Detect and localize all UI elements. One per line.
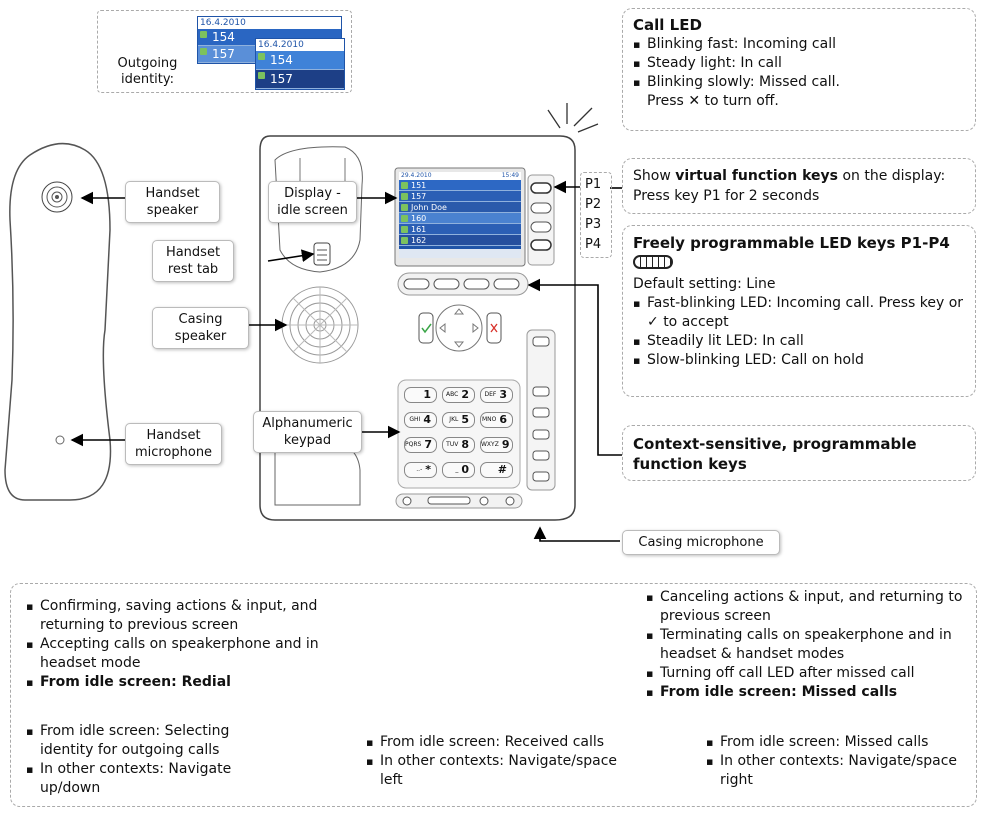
keypad-key-digit: 7 [424, 438, 432, 451]
keypad-key-digit: 6 [499, 413, 507, 426]
led-keys-default: Default setting: Line [633, 276, 776, 292]
screen-row: 157 [256, 70, 344, 89]
screen-row: 154 [256, 51, 344, 70]
list-item: Confirming, saving actions & input, and … [26, 597, 346, 635]
keypad-key-letters: MNO [481, 416, 497, 423]
list-item: In other contexts: Navigate up/down [26, 760, 258, 798]
keypad-key-letters: ABC [446, 391, 459, 398]
display-row: John Doe [399, 202, 521, 213]
keypad-key-digit: 5 [461, 413, 469, 426]
display-softkey-bar [399, 249, 521, 258]
keypad-key[interactable]: ..-* [404, 462, 437, 478]
list-item: Terminating calls on speakerphone and in… [646, 626, 966, 664]
keypad-key-letters: PQRS [405, 441, 422, 448]
keypad-key-letters: WXYZ [481, 441, 499, 448]
list-item: Accepting calls on speakerphone and in h… [26, 635, 346, 673]
list-item: Steady light: In call [633, 54, 965, 73]
list-item: Blinking fast: Incoming call [633, 35, 965, 54]
list-item: Blinking slowly: Missed call. [633, 73, 965, 92]
keypad-key-letters: DEF [484, 391, 497, 398]
led-keys-box: Freely programmable LED keys P1-P4 Defau… [622, 225, 976, 397]
cancel-description: Canceling actions & input, and returning… [646, 588, 966, 702]
keypad-key[interactable]: # [480, 462, 513, 478]
keypad-key-digit: 4 [423, 413, 431, 426]
phone-body [259, 103, 599, 521]
updown-description: From idle screen: Selecting identity for… [26, 722, 258, 798]
keypad-key[interactable]: 1 [404, 387, 437, 403]
virtual-keys-box: Show virtual function keys on the displa… [622, 158, 976, 214]
call-led-title: Call LED [633, 16, 702, 34]
list-item: In other contexts: Navigate/space left [366, 752, 638, 790]
handset [4, 142, 112, 501]
label-casing-microphone: Casing microphone [622, 530, 780, 555]
display-row: 157 [399, 191, 521, 202]
identity-screen-front: 16.4.2010 154 157 [255, 38, 345, 90]
list-item: Slow-blinking LED: Call on hold [633, 351, 965, 370]
list-item: In other contexts: Navigate/space right [706, 752, 974, 790]
keypad-key-letters: ..- [416, 466, 423, 473]
led-keys-title: Freely programmable LED keys P1-P4 [633, 234, 950, 252]
keypad-key-digit: 1 [423, 388, 431, 401]
keypad-key-digit: * [425, 463, 431, 476]
led-keys-list: Fast-blinking LED: Incoming call. Press … [633, 294, 965, 370]
keypad-key-digit: # [497, 463, 507, 476]
display-row: 162 [399, 235, 521, 246]
list-item: Steadily lit LED: In call [633, 332, 965, 351]
display-row: 160 [399, 213, 521, 224]
keypad-key-letters: GHI [409, 416, 421, 423]
keypad-key-digit: 0 [461, 463, 469, 476]
list-item: Turning off call LED after missed call [646, 664, 966, 683]
right-description: From idle screen: Missed calls In other … [706, 733, 974, 790]
list-item: From idle screen: Missed calls [706, 733, 974, 752]
list-item: From idle screen: Missed calls [646, 683, 966, 702]
call-led-box: Call LED Blinking fast: Incoming call St… [622, 8, 976, 131]
check-icon: ✓ [647, 314, 659, 330]
display-row: 161 [399, 224, 521, 235]
keypad-key-letters: JKL [449, 416, 459, 423]
context-keys-title: Context-sensitive, programmable function… [633, 435, 917, 473]
list-item: From idle screen: Received calls [366, 733, 638, 752]
list-item: From idle screen: Selecting identity for… [26, 722, 258, 760]
cancel-x-icon: ✕ [688, 93, 701, 109]
label-display-idle: Display -idle screen [268, 181, 357, 223]
keypad-key[interactable]: _0 [442, 462, 475, 478]
context-keys-box: Context-sensitive, programmable function… [622, 425, 976, 481]
screen-date: 16.4.2010 [256, 39, 344, 51]
led-key-icon [633, 255, 673, 269]
p-keys-label: P1 P2 P3 P4 [580, 172, 612, 258]
keypad-key-digit: 9 [501, 438, 510, 451]
call-led-turnoff: Press ✕ to turn off. [647, 93, 779, 109]
list-item: Fast-blinking LED: Incoming call. Press … [633, 294, 965, 332]
keypad-key-digit: 3 [499, 388, 507, 401]
identity-label: Outgoing identity: [117, 56, 178, 87]
screen-date: 16.4.2010 [198, 17, 341, 29]
list-item: Canceling actions & input, and returning… [646, 588, 966, 626]
keypad-key-letters: _ [455, 466, 459, 473]
confirm-description: Confirming, saving actions & input, and … [26, 597, 346, 692]
keypad-key-digit: 8 [461, 438, 469, 451]
keypad-key-letters: TUV [446, 441, 459, 448]
display-row: 151 [399, 180, 521, 191]
keypad-key-digit: 2 [461, 388, 469, 401]
call-led-list: Blinking fast: Incoming call Steady ligh… [633, 35, 965, 92]
list-item: From idle screen: Redial [26, 673, 346, 692]
left-description: From idle screen: Received calls In othe… [366, 733, 638, 790]
